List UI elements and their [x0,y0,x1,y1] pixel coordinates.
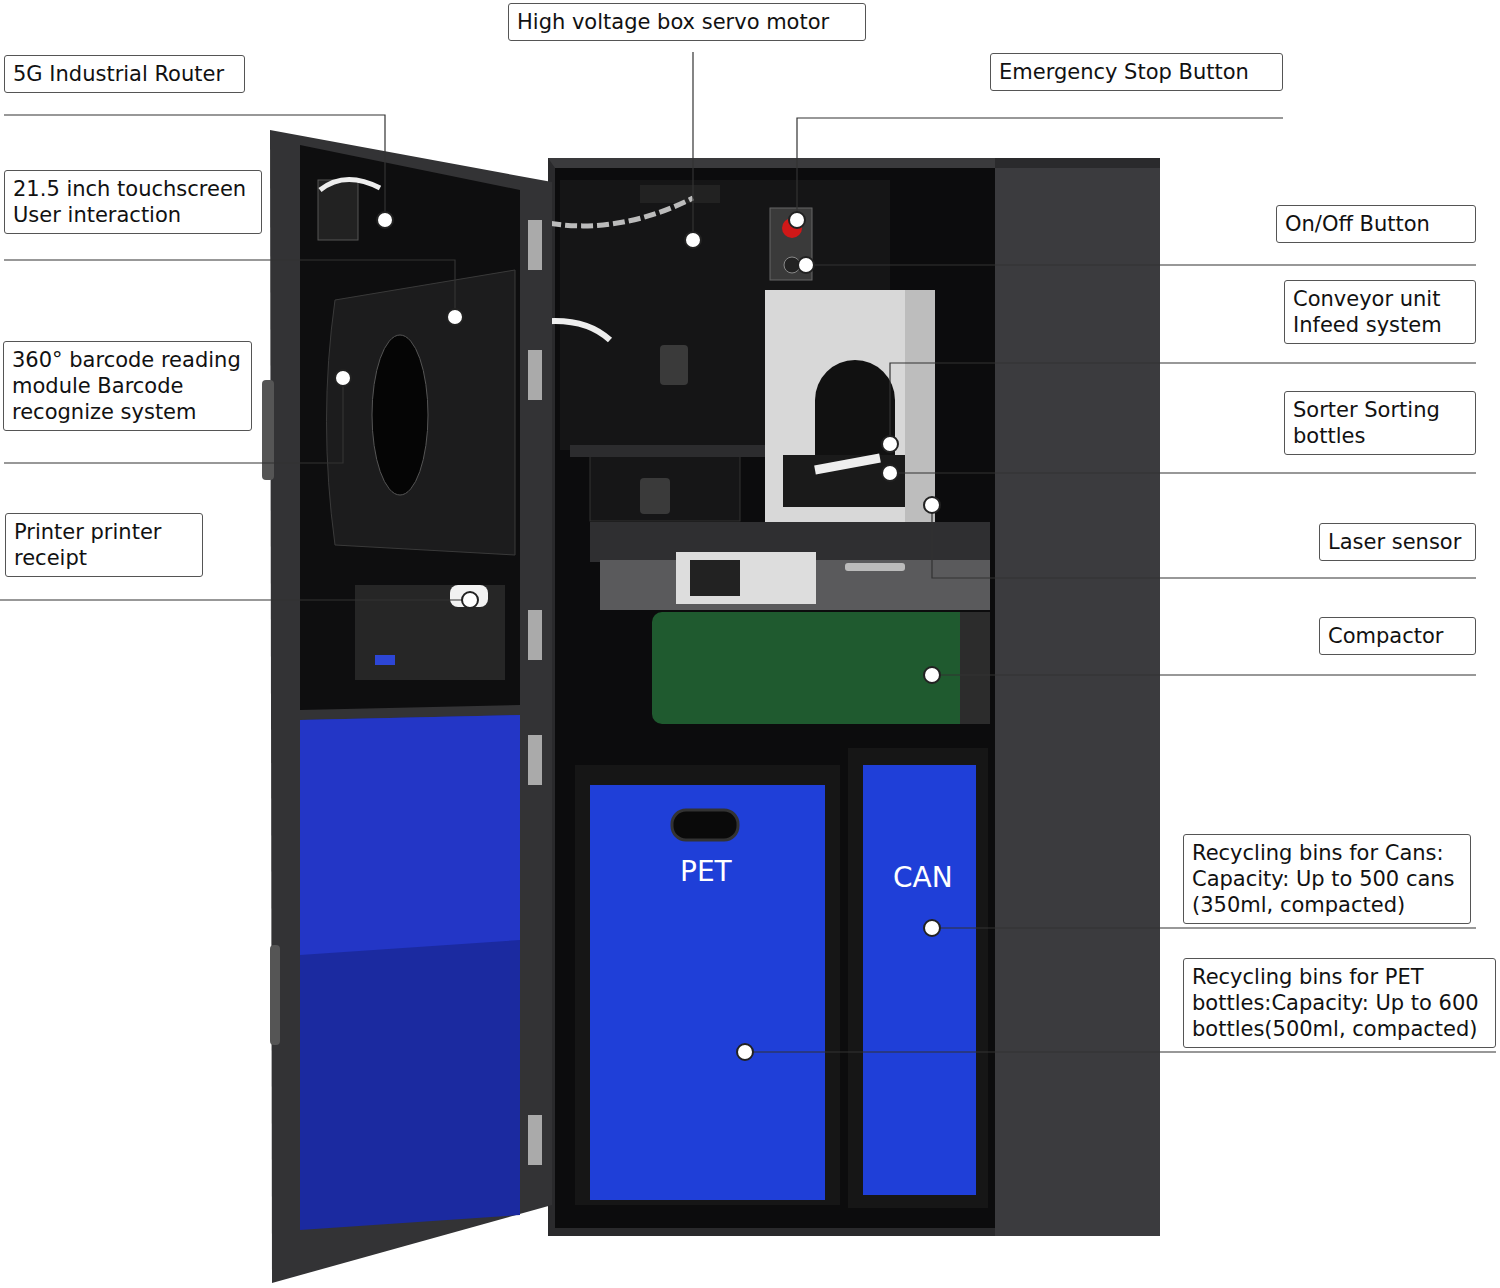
callout-box: 21.5 inch touchscreen User interaction [4,170,262,234]
callout-box: 360° barcode reading module Barcode reco… [3,341,252,431]
callout-box: Compactor [1319,617,1476,655]
callout-text: Conveyor unit Infeed system [1293,286,1467,338]
callout-text: Compactor [1328,623,1467,649]
callout-box: Recycling bins for Cans: Capacity: Up to… [1183,834,1471,924]
callout-text: Emergency Stop Button [999,59,1274,85]
bin-label: PET [680,856,732,888]
callout-box: Conveyor unit Infeed system [1284,280,1476,344]
callout-text: Printer printer receipt [14,519,194,571]
callout-text: On/Off Button [1285,211,1467,237]
callout-box: On/Off Button [1276,205,1476,243]
callout-text: 5G Industrial Router [13,61,236,87]
callout-box: Printer printer receipt [5,513,203,577]
callout-text: Recycling bins for PET bottles:Capacity:… [1192,964,1487,1042]
callout-box: Recycling bins for PET bottles:Capacity:… [1183,958,1496,1048]
callout-box: High voltage box servo motor [508,3,866,41]
callout-text: 360° barcode reading module Barcode reco… [12,347,243,425]
callout-text: High voltage box servo motor [517,9,857,35]
callout-text: Sorter Sorting bottles [1293,397,1467,449]
callout-box: 5G Industrial Router [4,55,245,93]
callout-box: Laser sensor [1319,523,1476,561]
callout-text: Laser sensor [1328,529,1467,555]
callout-text: 21.5 inch touchscreen User interaction [13,176,253,228]
callout-text: Recycling bins for Cans: Capacity: Up to… [1192,840,1462,918]
callout-box: Emergency Stop Button [990,53,1283,91]
callout-box: Sorter Sorting bottles [1284,391,1476,455]
bin-label: CAN [893,862,953,894]
